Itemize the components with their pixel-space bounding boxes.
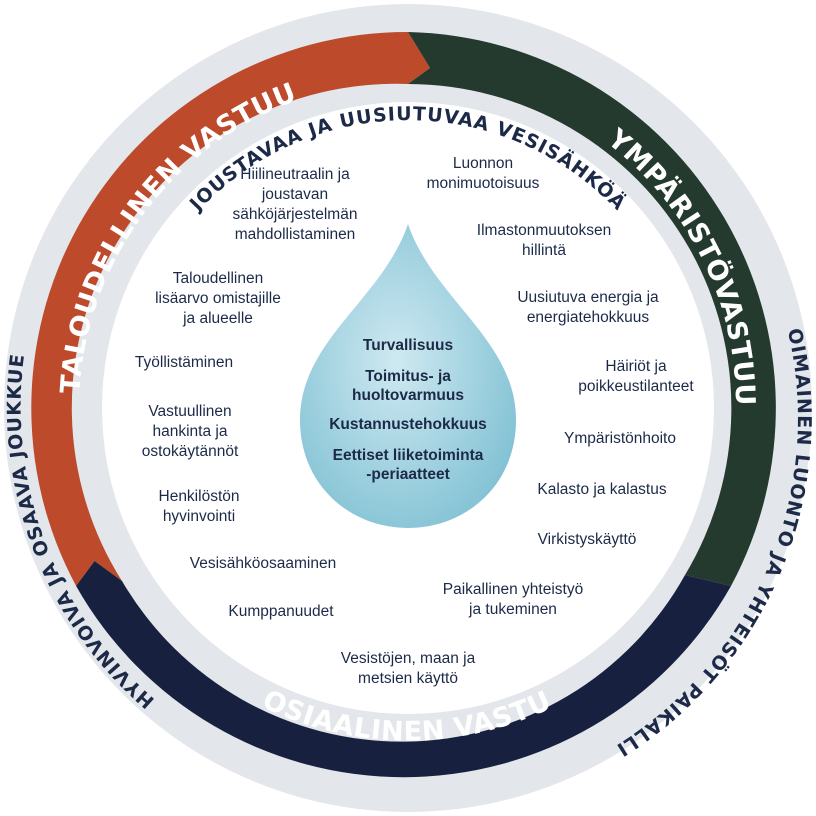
- social-responsibility-arc: [76, 561, 732, 778]
- core-value-line: Eettiset liiketoiminta: [333, 447, 484, 464]
- economic-item-line: joustavan: [261, 186, 328, 203]
- environmental-item: Ympäristönhoito: [564, 430, 676, 447]
- economic-item-line: Työllistäminen: [135, 354, 233, 371]
- economic-item-line: hyvinvointi: [163, 508, 235, 525]
- economic-item-line: ostokäytännöt: [142, 443, 239, 460]
- environmental-item-line: Häiriöt ja: [605, 358, 667, 375]
- environmental-item: Häiriöt ja poikkeustilanteet: [578, 358, 694, 395]
- economic-item-line: mahdollistaminen: [235, 226, 356, 243]
- economic-item: Hiilineutraalin ja joustavan sähköjärjeste…: [233, 166, 358, 243]
- economic-item-line: ja alueelle: [182, 310, 253, 327]
- environmental-item: Uusiutuva energia ja energiatehokkuus: [517, 289, 659, 326]
- economic-item-line: Vastuullinen: [148, 403, 231, 420]
- water-drop-icon: [300, 224, 516, 528]
- core-value-line: Turvallisuus: [363, 337, 453, 354]
- environmental-item: Kalasto ja kalastus: [537, 481, 666, 498]
- core-value-line: -periaatteet: [366, 466, 450, 483]
- social-item-line: Vesistöjen, maan ja: [341, 650, 476, 667]
- social-item-line: Kumppanuudet: [228, 603, 334, 620]
- social-item-line: Vesisähköosaaminen: [190, 555, 337, 572]
- social-item-line: ja tukeminen: [468, 601, 557, 618]
- social-item: Vesistöjen, maan ja metsien käyttö: [341, 650, 476, 687]
- social-item-line: Paikallinen yhteistyö: [443, 581, 583, 598]
- core-value-line: Kustannustehokkuus: [329, 416, 487, 433]
- economic-item: Vastuullinen hankinta ja ostokäytännöt: [142, 403, 239, 460]
- environmental-item-line: Ilmastonmuutoksen: [477, 222, 611, 239]
- economic-responsibility-arc: [31, 31, 431, 587]
- core-value: Turvallisuus: [363, 337, 453, 354]
- environmental-item-line: Ympäristönhoito: [564, 430, 676, 447]
- economic-item: Henkilöstön hyvinvointi: [159, 488, 240, 525]
- core-value: Kustannustehokkuus: [329, 416, 487, 433]
- economic-item-line: Taloudellinen: [173, 270, 264, 287]
- environmental-item-line: Virkistyskäyttö: [538, 531, 637, 548]
- economic-item: Taloudellinen lisäarvo omistajille ja alue…: [155, 270, 281, 327]
- social-item: Paikallinen yhteistyö ja tukeminen: [443, 581, 583, 618]
- environmental-item-line: Uusiutuva energia ja: [517, 289, 659, 306]
- environmental-item-line: Luonnon: [453, 155, 513, 172]
- environmental-item: Luonnon monimuotoisuus: [427, 155, 540, 192]
- core-value: Toimitus- ja huoltovarmuus: [352, 368, 464, 404]
- environmental-item-line: Kalasto ja kalastus: [537, 481, 666, 498]
- environmental-item-line: energiatehokkuus: [527, 309, 650, 326]
- economic-item: Työllistäminen: [135, 354, 233, 371]
- economic-item-line: Henkilöstön: [159, 488, 240, 505]
- economic-item-line: Hiilineutraalin ja: [240, 166, 350, 183]
- environmental-item: Ilmastonmuutoksen hillintä: [477, 222, 611, 259]
- core-value: Eettiset liiketoiminta -periaatteet: [333, 447, 484, 483]
- environmental-item-line: hillintä: [522, 242, 566, 259]
- social-item: Kumppanuudet: [228, 603, 334, 620]
- environmental-responsibility-arc: [408, 32, 776, 586]
- economic-item-line: hankinta ja: [153, 423, 228, 440]
- economic-item-line: sähköjärjestelmän: [233, 206, 358, 223]
- core-value-line: Toimitus- ja: [365, 368, 451, 385]
- environmental-item-line: monimuotoisuus: [427, 175, 540, 192]
- environmental-item: Virkistyskäyttö: [538, 531, 637, 548]
- social-item: Vesisähköosaaminen: [190, 555, 337, 572]
- economic-item-line: lisäarvo omistajille: [155, 290, 281, 307]
- core-value-line: huoltovarmuus: [352, 387, 464, 404]
- environmental-item-line: poikkeustilanteet: [578, 378, 694, 395]
- social-item-line: metsien käyttö: [358, 670, 458, 687]
